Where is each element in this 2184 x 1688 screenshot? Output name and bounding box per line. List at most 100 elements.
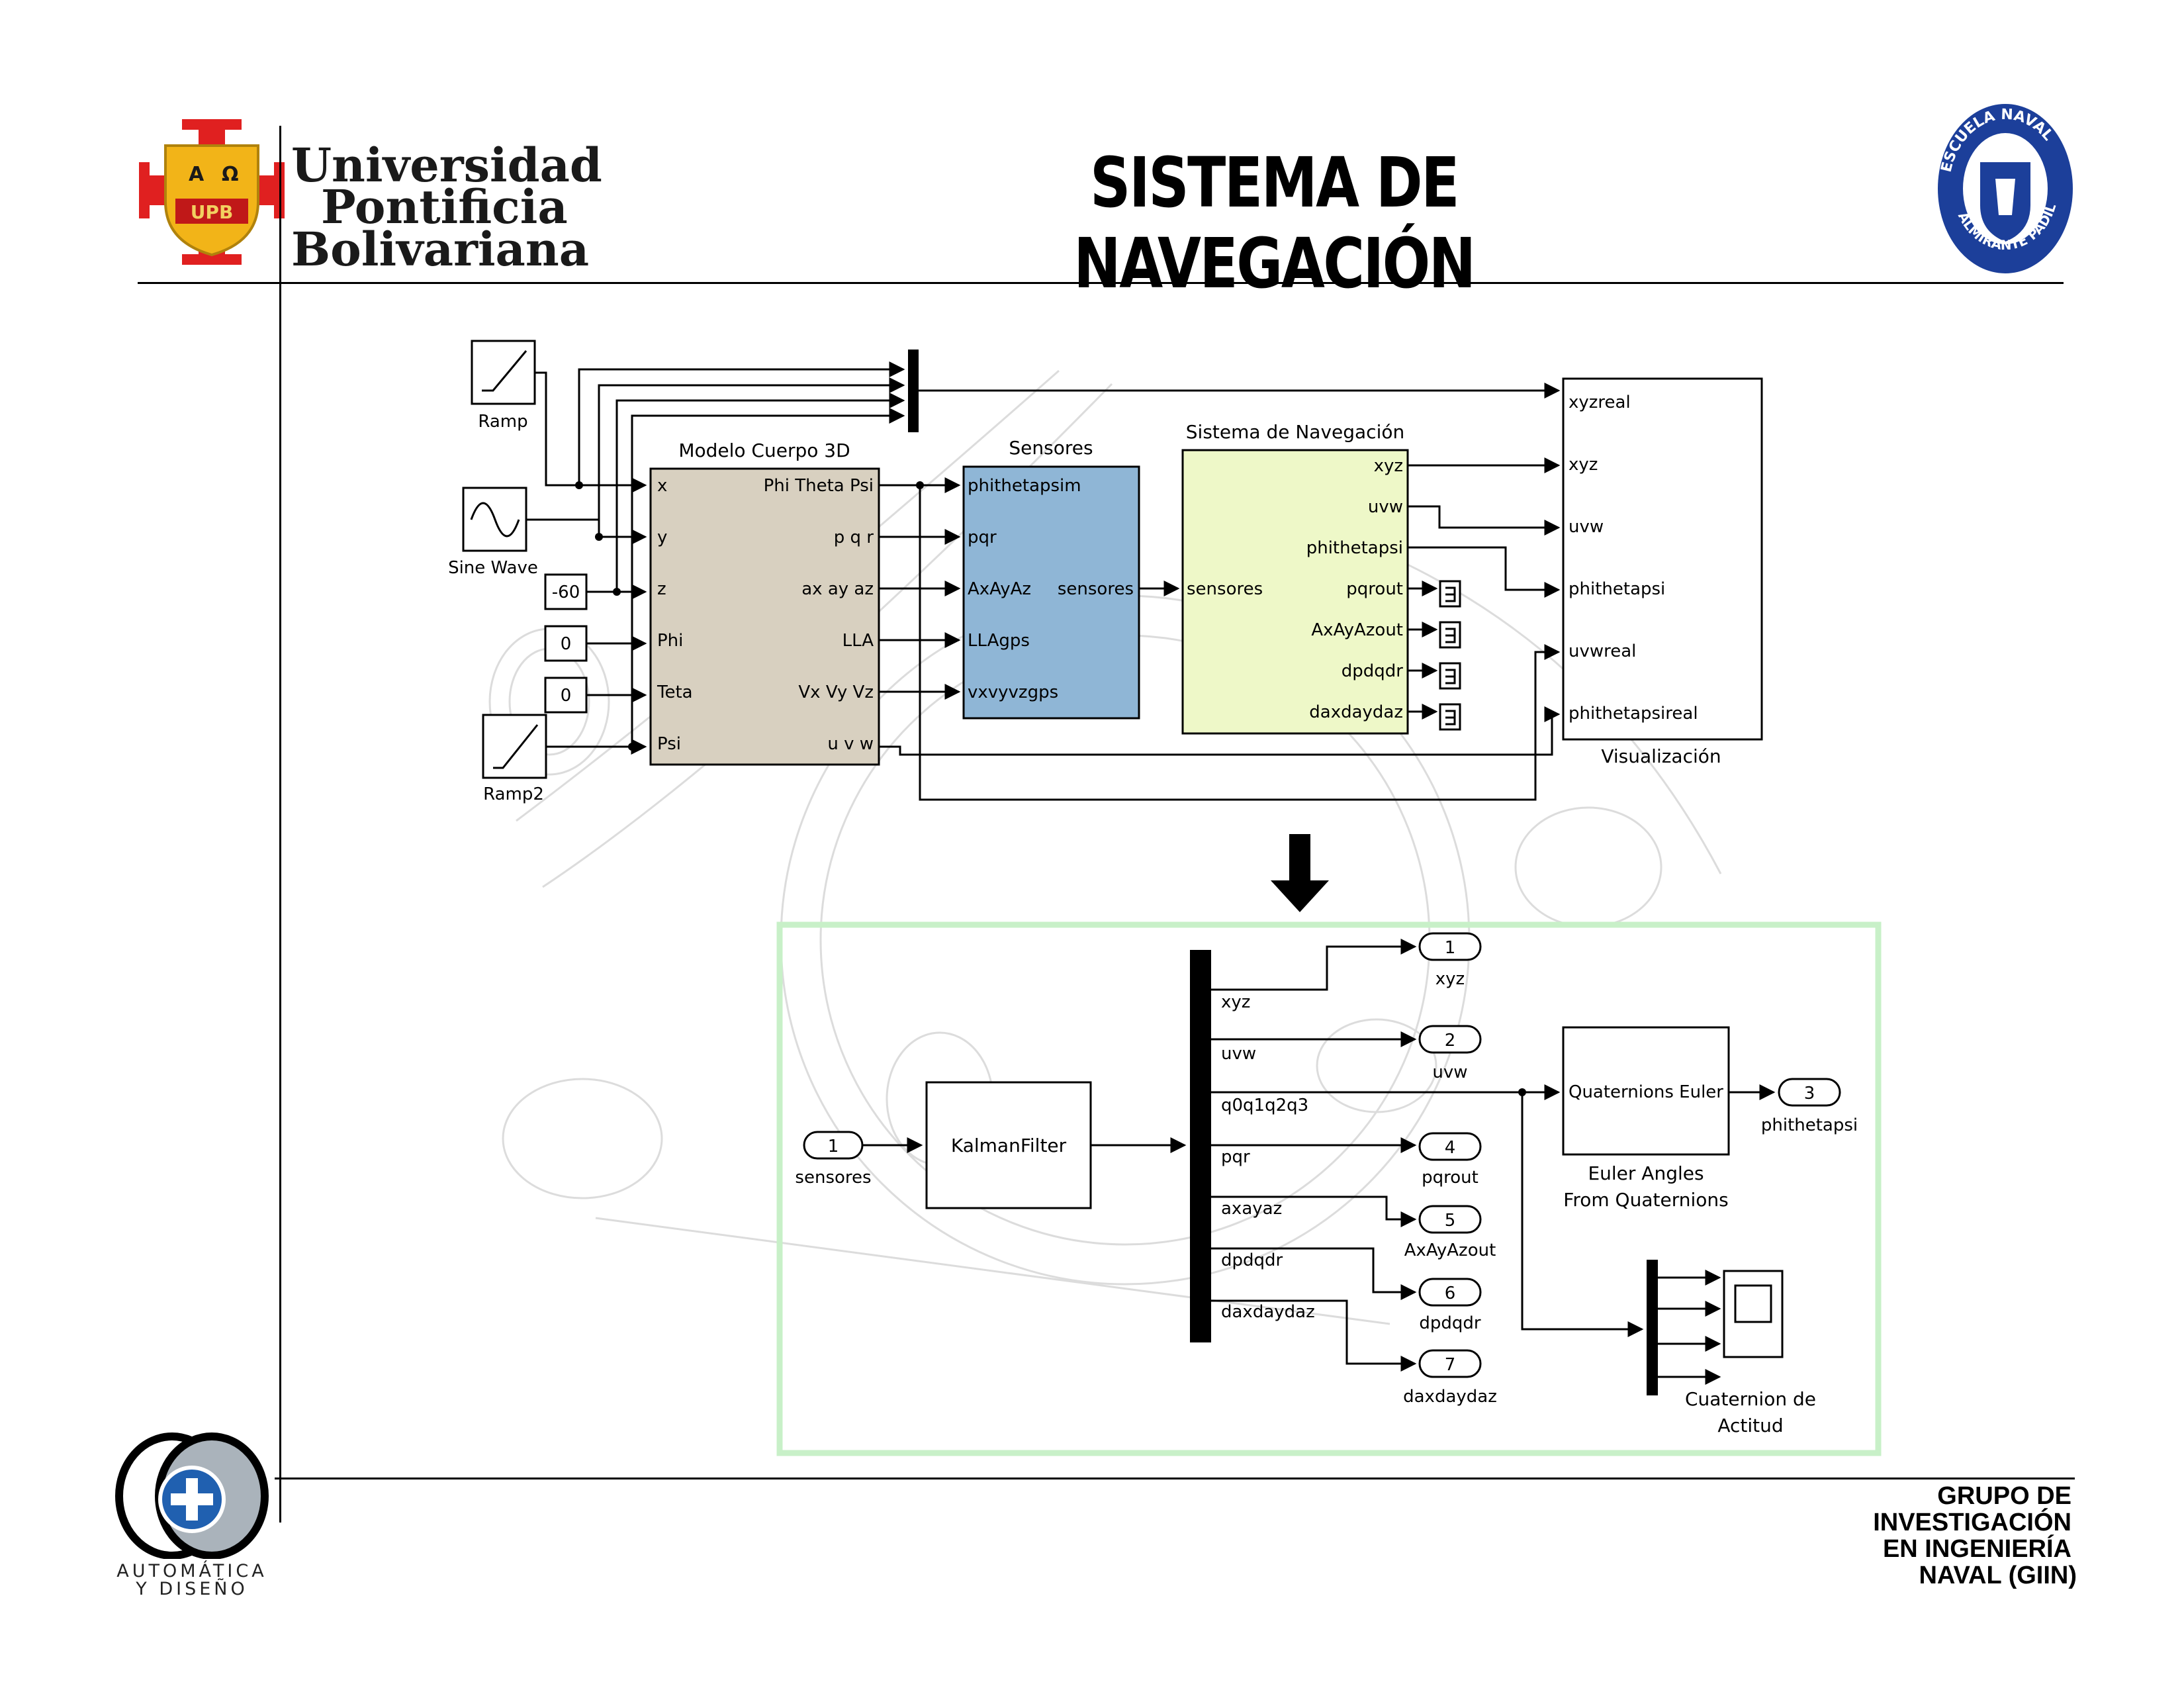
escuela-naval-seal-icon: ESCUELA NAVAL ALMIRANTE PADILLA	[1927, 87, 2073, 273]
euler-label-1: Euler Angles	[1588, 1162, 1704, 1184]
euler-angles-block[interactable]: Quaternions Euler Euler Angles From Quat…	[1562, 1026, 1730, 1211]
visual-in-xyz: xyz	[1569, 455, 1598, 475]
bus-label-dpdqdr: dpdqdr	[1221, 1250, 1283, 1270]
visualizacion-block[interactable]: Visualización xyzreal xyz uvw phithetaps…	[1562, 377, 1763, 767]
visual-in-phithetapsireal: phithetapsireal	[1569, 704, 1698, 724]
scope-mux-bar[interactable]	[1647, 1260, 1658, 1395]
automatica-diseno-logo-icon	[115, 1432, 269, 1560]
outport-pqrout[interactable]: 4 pqrout	[1418, 1132, 1482, 1188]
sensors-title: Sensores	[1009, 437, 1093, 459]
sine-icon	[470, 502, 520, 538]
visual-title: Visualización	[1601, 745, 1721, 767]
demux-bar[interactable]	[1190, 950, 1211, 1342]
outport-phithetapsi[interactable]: 3 phithetapsi	[1761, 1078, 1858, 1135]
modelo-cuerpo-3d-block[interactable]: Modelo Cuerpo 3D x y z Phi Teta Psi Phi …	[649, 440, 880, 766]
nav-out-phithetapsi: phithetapsi	[1306, 538, 1403, 558]
model-out-uvw: u v w	[827, 734, 874, 754]
nav-out-dpdqdr: dpdqdr	[1342, 661, 1404, 681]
outport-dpdqdr[interactable]: 6 dpdqdr	[1418, 1278, 1482, 1333]
model-in-x: x	[657, 476, 667, 496]
ramp-icon	[482, 350, 527, 392]
bus-label-pqr: pqr	[1221, 1147, 1250, 1167]
outport-label: phithetapsi	[1761, 1115, 1858, 1135]
inport-label: sensores	[795, 1168, 871, 1188]
kalman-filter-block[interactable]: KalmanFilter	[925, 1081, 1092, 1209]
sensors-out-sensores: sensores	[1058, 579, 1134, 599]
escuela-naval-logo: ESCUELA NAVAL ALMIRANTE PADILLA	[1927, 87, 2078, 278]
giin-line2: INVESTIGACIÓN	[1873, 1509, 2071, 1536]
sine-wave-label: Sine Wave	[448, 558, 538, 578]
scope-label-2: Actitud	[1717, 1415, 1783, 1436]
const-z-value: -60	[552, 583, 580, 602]
automatica-line2: Y DISEÑO	[136, 1579, 248, 1599]
model-out-lla: LLA	[842, 631, 874, 651]
euler-inner-label: Quaternions Euler	[1569, 1082, 1723, 1102]
sensors-in-phithetapsim: phithetapsim	[968, 476, 1081, 496]
university-name-line2: Pontificia	[321, 179, 568, 234]
bus-label-axayaz: axayaz	[1221, 1199, 1282, 1219]
sensors-in-axayaz: AxAyAz	[968, 579, 1031, 599]
model-in-z: z	[657, 579, 666, 599]
sine-wave-block[interactable]: Sine Wave	[448, 487, 538, 578]
euler-label-2: From Quaternions	[1563, 1189, 1728, 1211]
logo-letters-upb: UPB	[191, 201, 234, 223]
cuaternion-scope-block[interactable]: Cuaternion de Actitud	[1685, 1270, 1816, 1436]
scope-label-1: Cuaternion de	[1685, 1388, 1816, 1410]
model-in-teta: Teta	[657, 682, 693, 702]
university-name-line1: Universidad	[291, 138, 602, 193]
giin-group-text: GRUPO DE INVESTIGACIÓN EN INGENIERÍA NAV…	[1774, 1483, 2077, 1589]
outport-num: 5	[1445, 1211, 1456, 1231]
top-mux-bar[interactable]	[908, 350, 919, 432]
inport-number: 1	[828, 1137, 839, 1156]
university-name-line3: Bolivariana	[291, 222, 590, 277]
scope-screen-icon	[1734, 1284, 1772, 1323]
outport-label: pqrout	[1422, 1168, 1479, 1188]
visual-in-uvw: uvw	[1569, 517, 1604, 537]
kalman-label: KalmanFilter	[951, 1135, 1067, 1156]
nav-out-axayazout: AxAyAzout	[1311, 620, 1403, 640]
model-out-pqr: p q r	[834, 528, 874, 547]
outport-xyz[interactable]: 1 xyz	[1418, 932, 1482, 989]
ramp-block[interactable]: Ramp	[471, 340, 536, 432]
nav-title: Sistema de Navegación	[1186, 421, 1404, 443]
nav-out-pqrout: pqrout	[1346, 579, 1403, 599]
visual-in-uvwreal: uvwreal	[1569, 641, 1636, 661]
bus-label-xyz: xyz	[1221, 992, 1250, 1012]
ramp2-block[interactable]: Ramp2	[482, 714, 547, 804]
ramp2-icon	[493, 724, 539, 769]
outport-label: AxAyAzout	[1404, 1241, 1496, 1260]
giin-line3: EN INGENIERÍA	[1882, 1535, 2071, 1563]
nav-in-sensores: sensores	[1187, 579, 1263, 599]
model-title: Modelo Cuerpo 3D	[678, 440, 850, 461]
page-title: SISTEMA DE NAVEGACIÓN	[1073, 142, 1476, 304]
const-z-block[interactable]: -60	[544, 573, 588, 610]
bus-label-q0q1q2q3: q0q1q2q3	[1221, 1096, 1308, 1115]
outport-uvw[interactable]: 2 uvw	[1418, 1025, 1482, 1082]
outport-label: dpdqdr	[1419, 1313, 1481, 1333]
nav-out-xyz: xyz	[1374, 456, 1403, 476]
model-out-axayaz: ax ay az	[801, 579, 874, 599]
bottom-signal-lines	[862, 939, 1776, 1385]
subsystem-highlight-frame	[776, 921, 1882, 1456]
outport-num: 1	[1445, 938, 1456, 958]
sistema-navegacion-block[interactable]: Sistema de Navegación sensores xyz uvw p…	[1181, 421, 1409, 735]
nav-out-uvw: uvw	[1368, 497, 1403, 517]
left-vertical-rule	[279, 126, 281, 1523]
outport-num: 3	[1804, 1084, 1815, 1103]
bus-labels: xyz uvw q0q1q2q3 pqr axayaz dpdqdr daxda…	[1221, 992, 1315, 1322]
top-signal-lines	[526, 361, 1561, 801]
ramp-label: Ramp	[478, 412, 527, 432]
ramp2-label: Ramp2	[483, 784, 544, 804]
model-in-psi: Psi	[657, 734, 681, 754]
sensors-in-llagps: LLAgps	[968, 631, 1030, 651]
model-in-phi: Phi	[657, 631, 683, 651]
outport-axayazout[interactable]: 5 AxAyAzout	[1404, 1205, 1496, 1260]
outport-num: 7	[1445, 1355, 1456, 1375]
inport-sensores[interactable]: 1 sensores	[795, 1131, 872, 1188]
model-in-y: y	[657, 528, 667, 547]
nav-out-daxdaydaz: daxdaydaz	[1309, 702, 1403, 722]
outport-daxdaydaz[interactable]: 7 daxdaydaz	[1403, 1349, 1497, 1407]
sensores-block[interactable]: Sensores phithetapsim pqr AxAyAz LLAgps …	[962, 437, 1140, 720]
const-teta-value: 0	[561, 686, 572, 706]
